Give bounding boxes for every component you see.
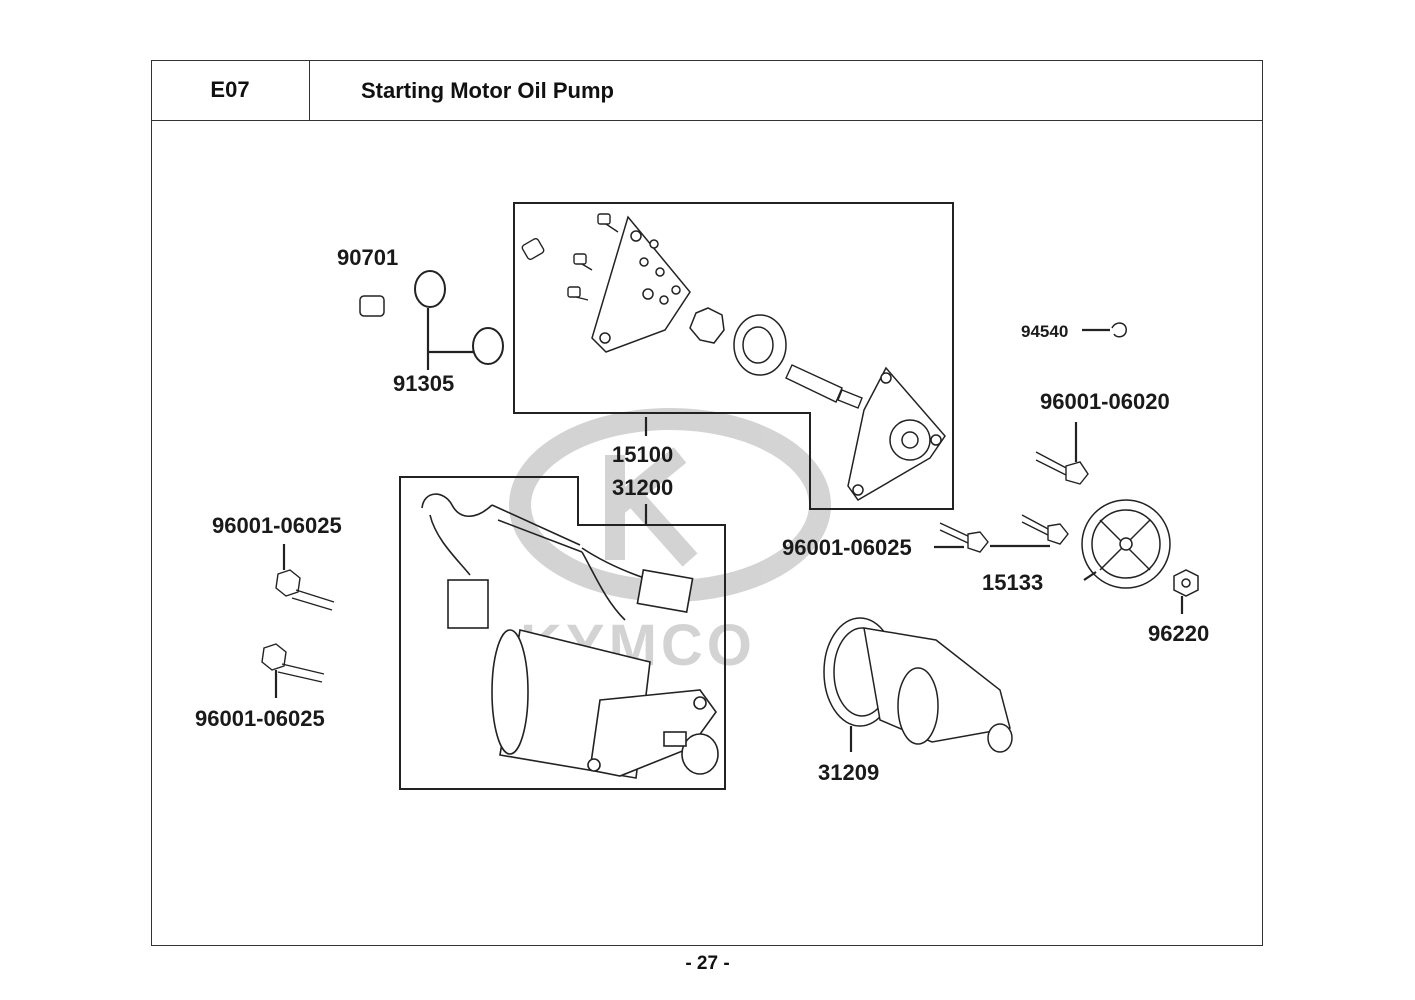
- label-91305: 91305: [393, 371, 454, 396]
- page-number: - 27 -: [685, 953, 730, 974]
- header-title-cell: Starting Motor Oil Pump: [310, 60, 1263, 121]
- bolt-96001-06025-left-top: [275, 569, 335, 611]
- pump-shaft: [785, 364, 863, 409]
- part-15133-sprocket: [1081, 499, 1171, 589]
- oil-pump-cover: [847, 366, 946, 501]
- bolt-96001-06025-right-b: [1021, 514, 1069, 545]
- part-91305-orings: [414, 270, 504, 365]
- label-96001-06025-left-top: 96001-06025: [212, 513, 342, 538]
- oil-pump-plate: [591, 215, 691, 353]
- part-90701-dowel: [359, 295, 385, 317]
- bolt-96001-06025-left-bottom: [261, 643, 325, 683]
- diagram-frame: [151, 60, 1263, 946]
- label-15133: 15133: [982, 570, 1043, 595]
- pump-screws: [521, 213, 619, 301]
- part-96220-nut: [1173, 569, 1199, 597]
- part-94540-circlip: [1111, 322, 1127, 338]
- starter-motor-body: [491, 629, 719, 779]
- label-96220: 96220: [1148, 621, 1209, 646]
- label-94540: 94540: [1021, 322, 1068, 341]
- label-96001-06025-left-bottom: 96001-06025: [195, 706, 325, 731]
- label-15100: 15100: [612, 442, 673, 467]
- label-96001-06020: 96001-06020: [1040, 389, 1170, 414]
- part-31209-starter-clutch: [823, 617, 1013, 753]
- label-31200: 31200: [612, 475, 673, 500]
- pump-rotors: [689, 307, 787, 376]
- section-code: E07: [151, 60, 310, 121]
- label-90701: 90701: [337, 245, 398, 270]
- section-title: Starting Motor Oil Pump: [361, 78, 614, 103]
- starter-wire-harness: [421, 493, 694, 629]
- starting-motor-group-box: [399, 476, 726, 790]
- oil-pump-group-box: [513, 202, 954, 510]
- label-96001-06025-right: 96001-06025: [782, 535, 912, 560]
- bolt-96001-06020: [1035, 451, 1089, 485]
- label-31209: 31209: [818, 760, 879, 785]
- leader-lines: [274, 308, 1184, 752]
- bolt-96001-06025-right-a: [939, 522, 989, 553]
